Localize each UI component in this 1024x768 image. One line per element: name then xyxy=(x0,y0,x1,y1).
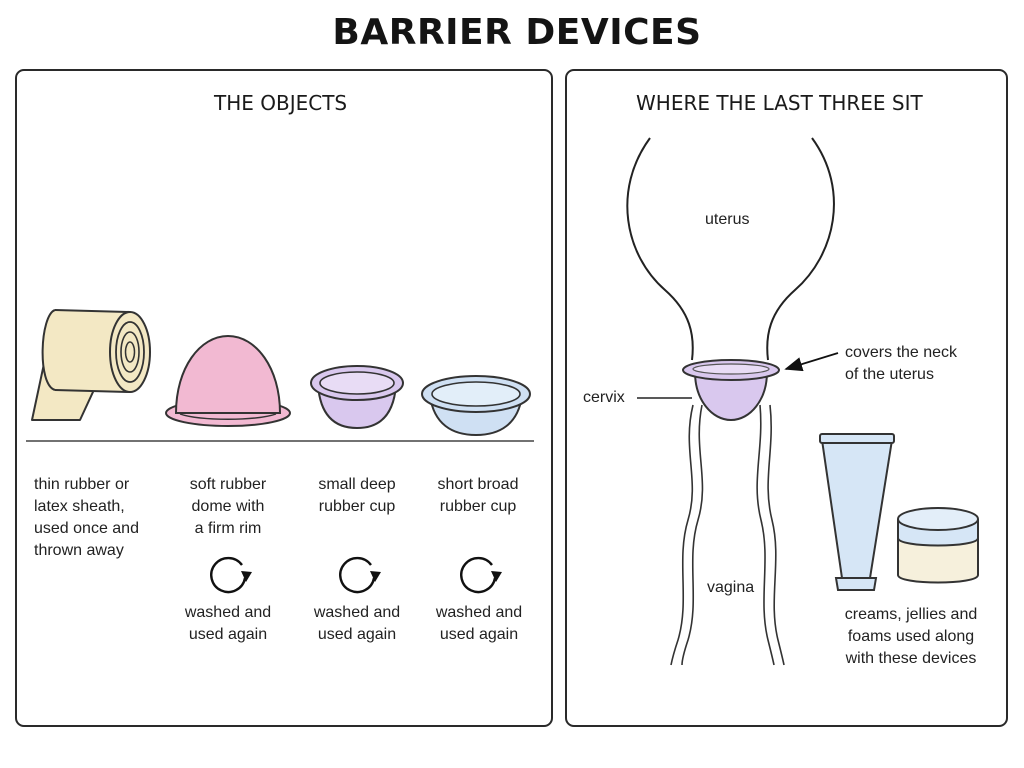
diaphragm-illustration xyxy=(165,334,291,427)
cervix-label: cervix xyxy=(583,389,625,406)
vault-cap-description: short broad rubber cup xyxy=(437,476,519,515)
condom-description: thin rubber or latex sheath, used once a… xyxy=(34,476,139,559)
cream-tube-icon xyxy=(819,433,895,591)
covers-neck-label: covers the neck of the uterus xyxy=(845,344,958,383)
condom-illustration xyxy=(31,309,151,421)
cervical-cap-reuse-note: washed and used again xyxy=(313,604,401,643)
cream-jar-icon xyxy=(897,507,979,584)
vault-cap-reuse-note: washed and used again xyxy=(435,604,523,643)
vault-cap-illustration xyxy=(421,375,531,437)
reuse-cycle-icon xyxy=(210,556,252,594)
diaphragm-description: soft rubber dome with a firm rim xyxy=(189,476,267,537)
vagina-label: vagina xyxy=(707,579,755,596)
covers-pointer-arrow xyxy=(784,352,839,372)
uterus-label: uterus xyxy=(705,211,750,228)
reuse-cycle-icon xyxy=(460,556,502,594)
creams-label: creams, jellies and foams used along wit… xyxy=(844,606,978,667)
cervical-cap-description: small deep rubber cup xyxy=(318,476,396,515)
vagina-outline xyxy=(670,404,785,666)
cervical-cap-fitted xyxy=(682,359,780,422)
cervical-cap-illustration xyxy=(310,365,404,430)
uterus-outline xyxy=(626,137,835,361)
diaphragm-reuse-note: washed and used again xyxy=(184,604,272,643)
placement-panel-heading: WHERE THE LAST THREE SIT xyxy=(636,91,923,115)
objects-panel-heading: THE OBJECTS xyxy=(214,91,348,115)
reuse-cycle-icon xyxy=(339,556,381,594)
page-title: BARRIER DEVICES xyxy=(332,12,702,53)
